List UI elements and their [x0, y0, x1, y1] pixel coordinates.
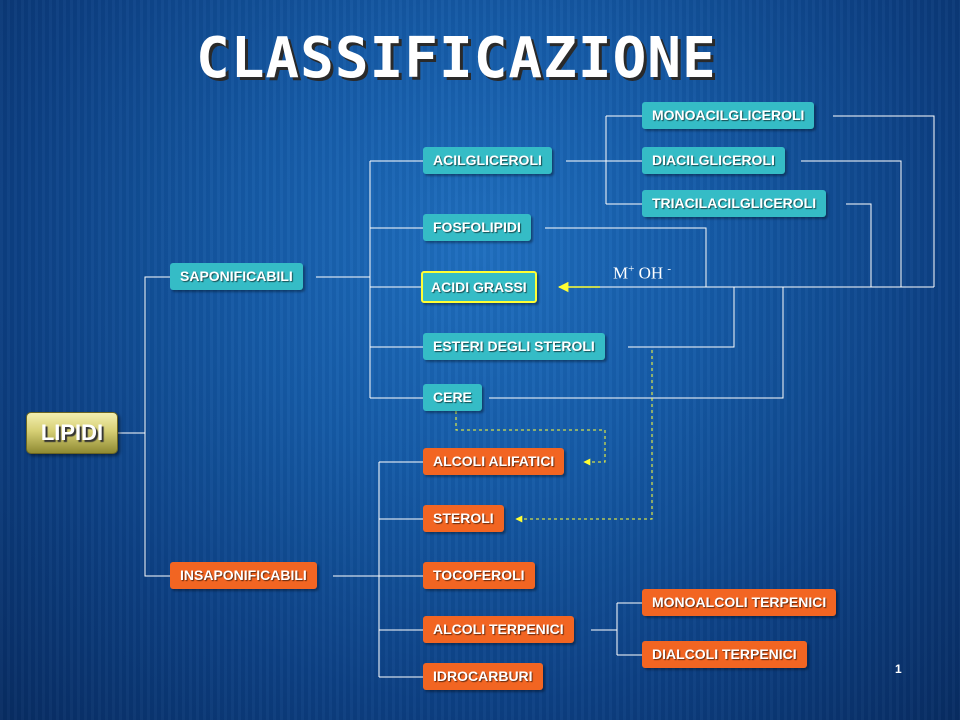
dashed-arrow-cere-alcoli-alifatici [455, 411, 606, 466]
connector-lipidi-saponificabili [118, 276, 170, 434]
return-cere [489, 287, 784, 399]
reagent-metal-charge: + [628, 263, 635, 275]
node-diacilgliceroli: DIACILGLICEROLI [642, 147, 785, 174]
node-monoalcoli-terpenici: MONOALCOLI TERPENICI [642, 589, 837, 616]
node-monoacilgliceroli: MONOACILGLICEROLI [642, 102, 815, 129]
node-insaponificabili: INSAPONIFICABILI [170, 562, 317, 589]
node-cere: CERE [423, 384, 482, 411]
node-acidi-grassi: ACIDI GRASSI [421, 271, 537, 303]
reagent-label: M+ OH - [613, 263, 671, 284]
node-triacilacilgliceroli: TRIACILACILGLICEROLI [642, 190, 827, 217]
node-idrocarburi: IDROCARBURI [423, 663, 543, 690]
page-number: 1 [895, 662, 902, 676]
node-lipidi: LIPIDI [26, 412, 118, 454]
return-triacil [846, 203, 872, 287]
node-saponificabili: SAPONIFICABILI [170, 263, 303, 290]
reagent-metal: M [613, 263, 629, 283]
return-monoacil [833, 115, 935, 287]
node-tocoferoli: TOCOFEROLI [423, 562, 535, 589]
connector-lipidi-insaponificabili [144, 433, 170, 577]
node-fosfolipidi: FOSFOLIPIDI [423, 214, 531, 241]
node-alcoli-alifatici: ALCOLI ALIFATICI [423, 448, 565, 475]
reagent-hydroxide: OH [638, 263, 664, 283]
reagent-hydroxide-charge: - [667, 263, 672, 275]
tree-connectors [118, 115, 935, 678]
node-steroli: STEROLI [423, 505, 504, 532]
return-diacil [801, 160, 902, 287]
slide-title: CLASSIFICAZIONE [196, 26, 717, 91]
node-alcoli-terpenici: ALCOLI TERPENICI [423, 616, 574, 643]
node-esteri-degli-steroli: ESTERI DEGLI STEROLI [423, 333, 605, 360]
dashed-arrow-esteri-steroli [515, 350, 653, 523]
return-esteri [628, 287, 735, 348]
node-dialcoli-terpenici: DIALCOLI TERPENICI [642, 641, 807, 668]
node-acilgliceroli: ACILGLICEROLI [423, 147, 552, 174]
return-fosfolipidi [545, 227, 707, 287]
